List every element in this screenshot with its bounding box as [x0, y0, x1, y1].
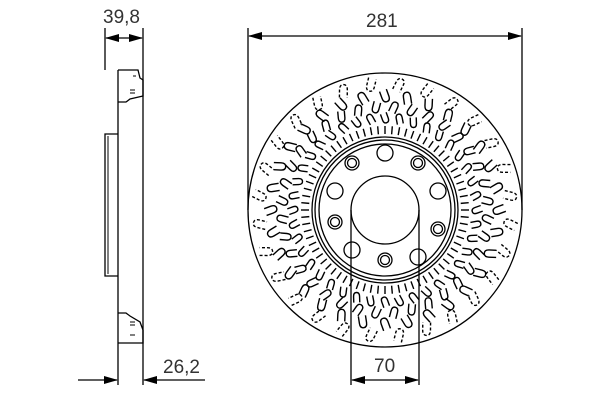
hub-hat-profile [104, 133, 118, 277]
hub-ring-middle [314, 139, 456, 281]
dimension-label-center-bore: 70 [374, 356, 396, 377]
disc-outer-edge [247, 72, 523, 348]
dimension-label-disc-thickness: 26,2 [163, 357, 200, 378]
dimension-label-outer-diameter: 281 [366, 11, 398, 32]
friction-ring-top [118, 69, 144, 103]
bolt-holes [326, 144, 447, 268]
dimension-label-total-thickness: 39,8 [103, 7, 140, 28]
center-bore [350, 175, 420, 245]
drill-slot-pattern [251, 77, 519, 343]
friction-ring-bottom [118, 312, 144, 344]
front-view [247, 28, 523, 385]
hub-ring-outer [311, 136, 459, 284]
side-view [78, 28, 205, 385]
hub-ring-inner [318, 143, 452, 277]
